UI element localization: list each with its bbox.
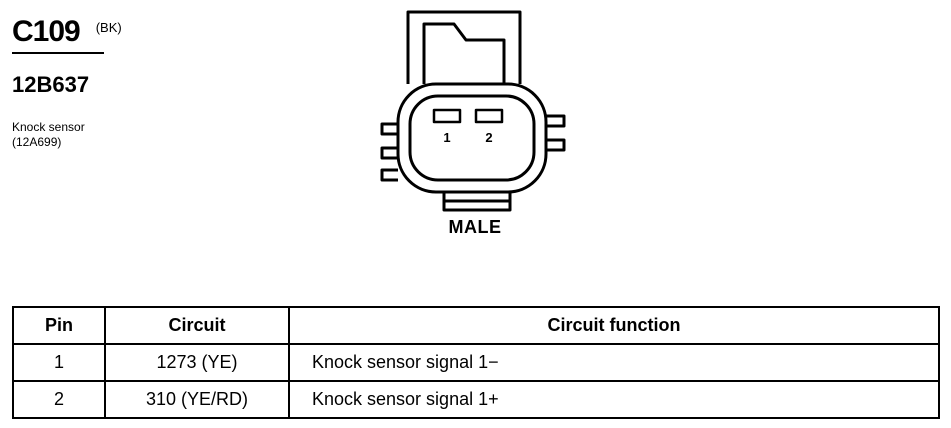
- cell-pin: 1: [12, 343, 106, 382]
- cell-circuit: 1273 (YE): [104, 343, 290, 382]
- header-circuit-function: Circuit function: [288, 306, 940, 345]
- connector-left-ribs: [380, 122, 398, 182]
- table-header-row: Pin Circuit Circuit function: [12, 306, 940, 345]
- connector-gender-label: MALE: [448, 217, 502, 237]
- pin-label-2: 2: [485, 130, 492, 145]
- connector-right-ribs: [546, 114, 566, 152]
- pin-label-1: 1: [443, 130, 450, 145]
- pin-table: Pin Circuit Circuit function 1 1273 (YE)…: [12, 306, 940, 419]
- connector-housing-outer: [396, 82, 548, 194]
- cell-pin: 2: [12, 380, 106, 419]
- cell-circuit-function: Knock sensor signal 1−: [288, 343, 940, 382]
- connector-housing-inner: [408, 94, 536, 182]
- title-underline: [12, 52, 104, 54]
- terminal-slot-1: [432, 108, 462, 124]
- table-row: 1 1273 (YE) Knock sensor signal 1−: [12, 343, 940, 382]
- header-pin: Pin: [12, 306, 106, 345]
- connector-id: C109: [12, 15, 81, 48]
- table-row: 2 310 (YE/RD) Knock sensor signal 1+: [12, 380, 940, 419]
- connector-color-code: (BK): [95, 20, 122, 35]
- terminal-slot-2: [474, 108, 504, 124]
- connector-face-diagram: 1 2: [380, 10, 566, 212]
- connector-header: C109 (BK) 12B637 Knock sensor (12A699): [12, 14, 252, 150]
- component-part-number: (12A699): [12, 135, 62, 149]
- connector-latch-inner: [422, 22, 506, 84]
- cell-circuit: 310 (YE/RD): [104, 380, 290, 419]
- connector-latch: [406, 10, 522, 84]
- component-name: Knock sensor: [12, 120, 85, 134]
- title-row: C109 (BK): [12, 14, 252, 50]
- header-circuit: Circuit: [104, 306, 290, 345]
- part-number: 12B637: [12, 72, 90, 97]
- cell-circuit-function: Knock sensor signal 1+: [288, 380, 940, 419]
